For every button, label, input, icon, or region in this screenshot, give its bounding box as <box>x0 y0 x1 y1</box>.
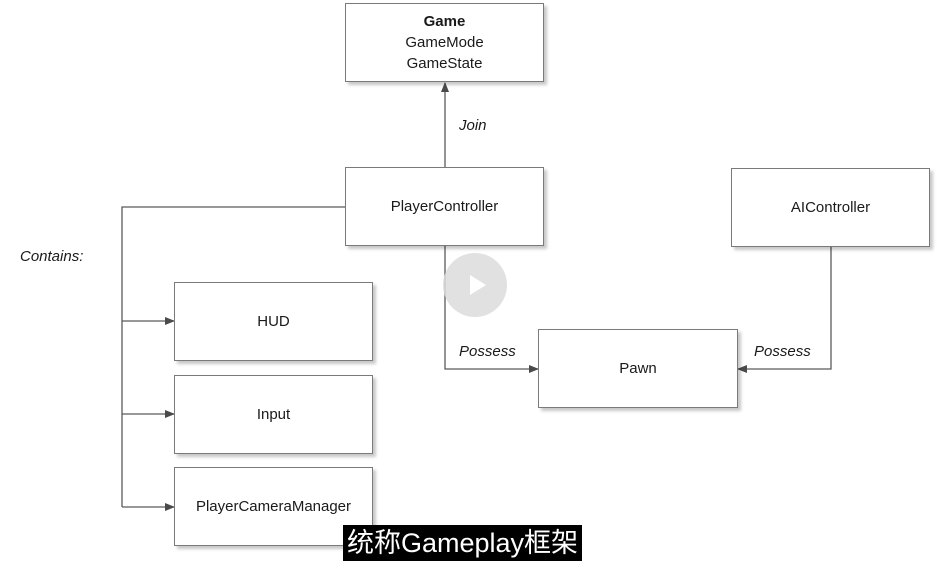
join-label: Join <box>459 117 487 134</box>
video-caption: 统称Gameplay框架 <box>343 525 583 561</box>
possess-ai-arrow <box>737 247 832 373</box>
possess-player-label: Possess <box>459 343 516 360</box>
hud-label: HUD <box>257 313 290 330</box>
pawn-node: Pawn <box>538 329 738 408</box>
play-icon[interactable] <box>443 253 507 317</box>
pawn-label: Pawn <box>619 360 657 377</box>
ai-controller-node: AIController <box>731 168 930 247</box>
player-controller-node: PlayerController <box>345 167 544 246</box>
play-triangle <box>470 275 486 295</box>
player-controller-label: PlayerController <box>390 198 499 215</box>
possess-ai-label: Possess <box>754 343 811 360</box>
hud-node: HUD <box>174 282 373 361</box>
contains-trunk <box>121 206 345 507</box>
game-node: Game GameMode GameState <box>345 3 544 82</box>
input-label: Input <box>256 406 291 423</box>
player-camera-manager-node: PlayerCameraManager <box>174 467 373 546</box>
player-camera-manager-label: PlayerCameraManager <box>195 498 352 515</box>
contains-label: Contains: <box>20 248 84 265</box>
ai-controller-label: AIController <box>790 199 871 216</box>
input-node: Input <box>174 375 373 454</box>
game-node-line-gamestate: GameState <box>406 55 483 72</box>
game-node-line-gamemode: GameMode <box>405 34 484 51</box>
game-node-title: Game <box>423 13 466 30</box>
